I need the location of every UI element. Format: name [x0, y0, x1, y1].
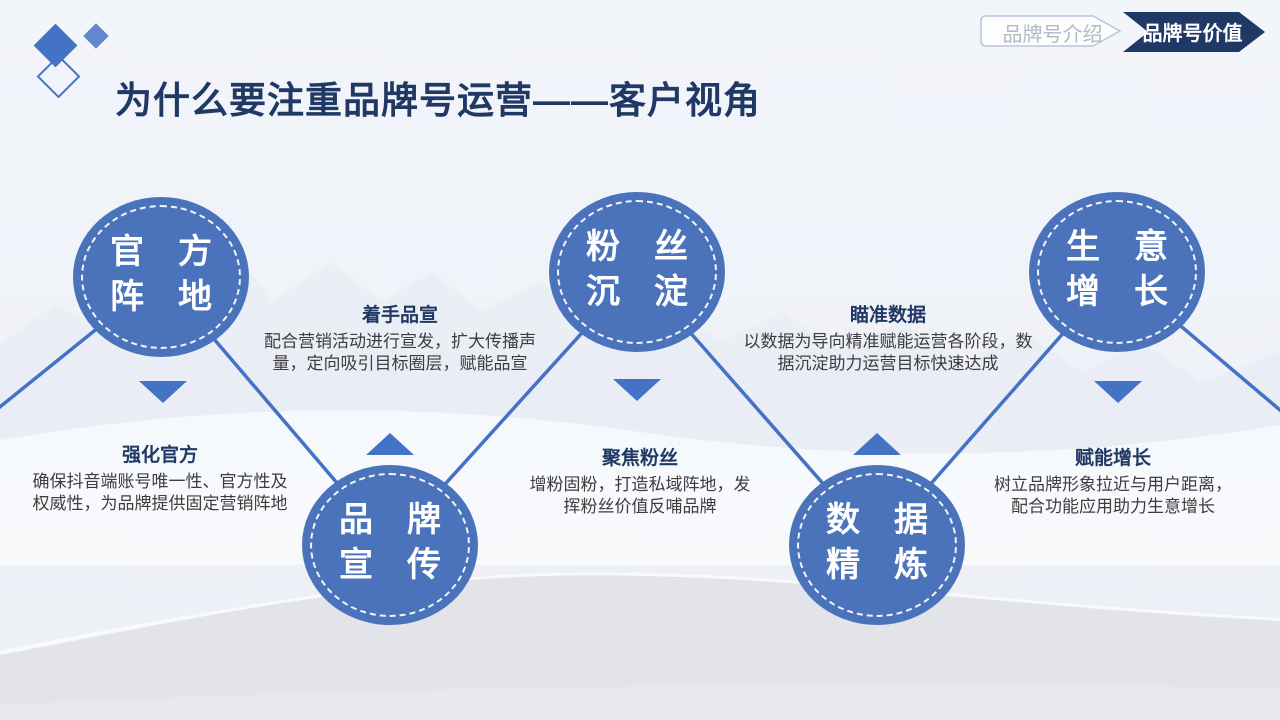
callout-body: 确保抖音端账号唯一性、官方性及权威性，为品牌提供固定营销阵地 [32, 472, 288, 513]
callout-title: 聚焦粉丝 [601, 448, 678, 469]
flow-node-official-base: 官 方 阵 地 [73, 197, 249, 357]
callout-title: 瞄准数据 [849, 305, 926, 326]
flow-node-label: 品 牌 宣 传 [339, 501, 441, 584]
flow-node-data-refinement: 数 据 精 炼 [789, 465, 965, 625]
page-title: 为什么要注重品牌号运营——客户视角 [115, 80, 761, 121]
flow-node-brand-promotion: 品 牌 宣 传 [302, 465, 478, 625]
callout-aim-data: 瞄准数据 以数据为导向精准赋能运营各阶段，数据沉淀助力运营目标快速达成 [742, 300, 1034, 375]
callout-body: 以数据为导向精准赋能运营各阶段，数据沉淀助力运营目标快速达成 [743, 332, 1033, 373]
flow-node-label: 生 意 增 长 [1066, 228, 1168, 311]
arrow-down-icon [1094, 381, 1142, 403]
arrow-up-icon [366, 433, 414, 455]
callout-title: 着手品宣 [361, 305, 438, 326]
callout-body: 增粉固粉，打造私域阵地，发挥粉丝价值反哺品牌 [529, 475, 751, 516]
callout-title: 强化官方 [121, 445, 198, 466]
flow-node-label: 数 据 精 炼 [826, 501, 928, 584]
callout-title: 赋能增长 [1074, 448, 1151, 469]
arrow-down-icon [613, 379, 661, 401]
tab-brand-intro[interactable]: 品牌号介绍 [1002, 24, 1103, 46]
tab-brand-value[interactable]: 品牌号价值 [1142, 23, 1243, 45]
arrow-down-icon [139, 381, 187, 403]
flow-node-fans-accumulation: 粉 丝 沉 淀 [549, 192, 725, 352]
callout-strengthen-official: 强化官方 确保抖音端账号唯一性、官方性及权威性，为品牌提供固定营销阵地 [31, 440, 289, 515]
callout-body: 树立品牌形象拉近与用户距离，配合功能应用助力生意增长 [994, 475, 1232, 516]
flow-node-label: 粉 丝 沉 淀 [586, 228, 688, 311]
tab-active-shape[interactable] [1123, 12, 1265, 52]
callout-empower-growth: 赋能增长 树立品牌形象拉近与用户距离，配合功能应用助力生意增长 [993, 443, 1233, 518]
arrow-up-icon [853, 433, 901, 455]
callout-body: 配合营销活动进行宣发，扩大传播声量，定向吸引目标圈层，赋能品宣 [264, 332, 536, 373]
section-tabs-shape [980, 12, 1265, 52]
flow-node-label: 官 方 阵 地 [110, 233, 212, 316]
tab-inactive-shape[interactable] [980, 15, 1122, 47]
callout-focus-fans: 聚焦粉丝 增粉固粉，打造私域阵地，发挥粉丝价值反哺品牌 [528, 443, 752, 518]
callout-brand-promotion: 着手品宣 配合营销活动进行宣发，扩大传播声量，定向吸引目标圈层，赋能品宣 [260, 300, 540, 375]
flow-node-business-growth: 生 意 增 长 [1029, 192, 1205, 352]
